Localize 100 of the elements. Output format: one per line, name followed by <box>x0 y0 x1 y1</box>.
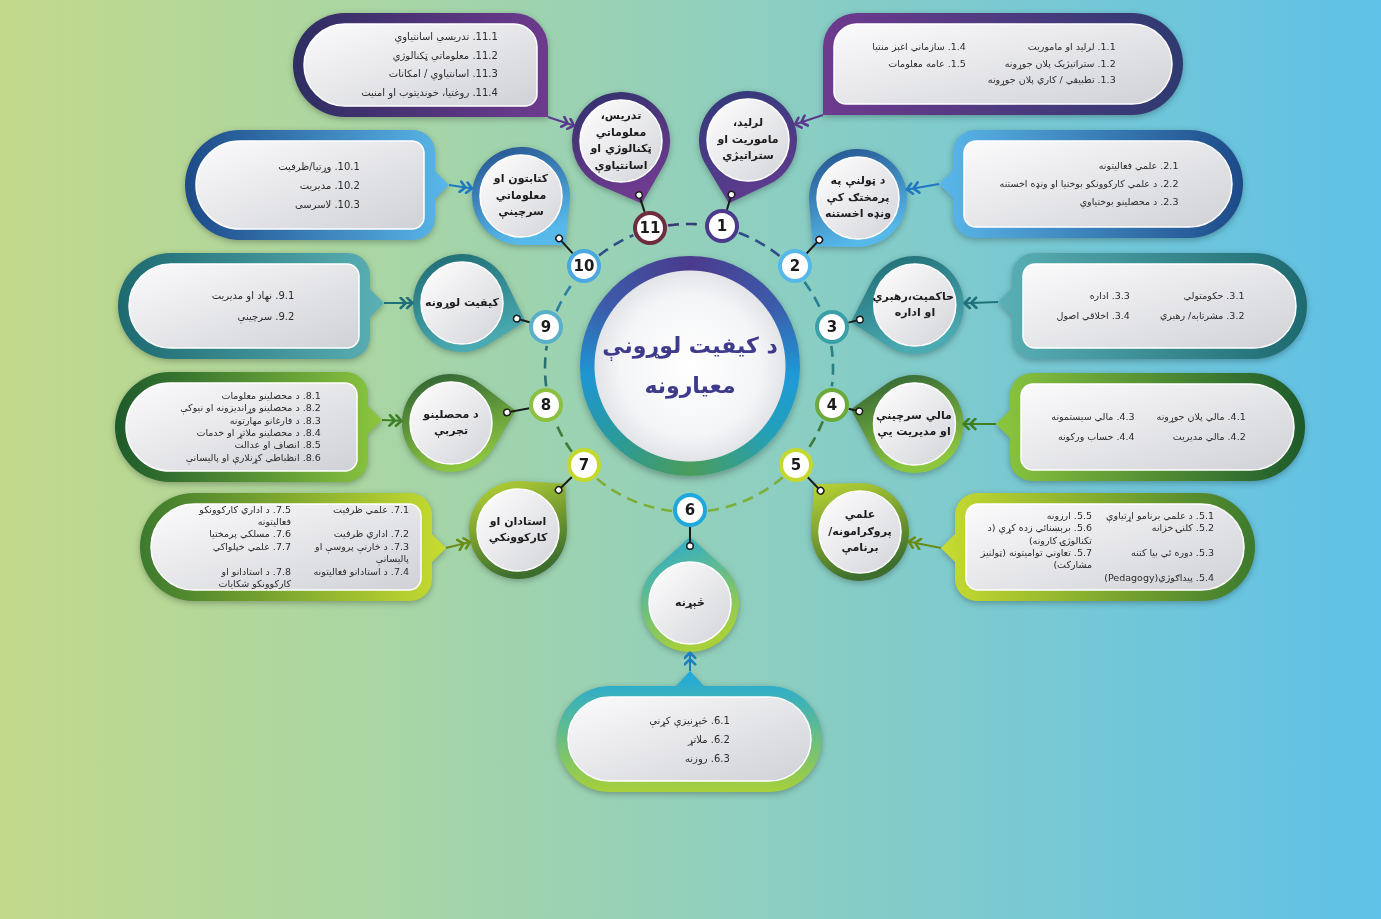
step-number: 6 <box>673 493 707 527</box>
criterion-item: 9.2. سرچینې <box>236 310 295 326</box>
criterion-item: 4.2. مالي مدیریت <box>1171 430 1246 444</box>
criterion-item: 7.8. د استادانو او کارکوونکو شکایات <box>217 565 291 591</box>
criterion-item: 5.6. برېښنائي زده کړې (د تکنالوژۍ کارونه) <box>986 522 1092 547</box>
criterion-item: 8.4. د محصلینو ملاتړ او خدمات <box>195 427 321 440</box>
dot-connector <box>686 526 694 550</box>
criterion-item: 10.3. لاسرسی <box>293 197 360 212</box>
criterion-item: 1.3. تطبیقي / کاري پلان جوړونه <box>987 73 1116 88</box>
criterion-item: 7.3. د څارنې پروسې او پالیسانې <box>313 540 409 566</box>
category-bubble <box>850 375 963 473</box>
dashed-connector <box>543 345 548 387</box>
criterion-item: 7.6. مسلکي پرمختیا <box>208 528 291 541</box>
criterion-item: 10.1. وړتیا/ظرفیت <box>278 159 360 175</box>
criteria-panel <box>939 130 1243 238</box>
dot-connector <box>635 191 646 213</box>
dot-connector <box>847 407 864 416</box>
criterion-item: 8.5. انصاف او عدالت <box>233 439 321 452</box>
step-number: 10 <box>567 249 601 283</box>
criterion-item: 1.5. عامه معلومات <box>887 56 966 71</box>
criterion-item: 4.3. مالي سیستمونه <box>1051 410 1135 425</box>
step-number: 7 <box>567 448 601 482</box>
criterion-item: 2.1. علمي فعالیتونه <box>1097 158 1179 173</box>
category-label: مالي سرچینې او مدیریت یې <box>875 407 953 441</box>
dot-connector <box>847 315 864 324</box>
criterion-item: 5.4. پیداګوژي(Pedagogy) <box>1103 571 1214 585</box>
category-label: د محصلینو تجربې <box>421 406 480 440</box>
criterion-item: 7.5. د اداري کارکوونکو فعالیتونه <box>198 503 291 529</box>
dashed-connector <box>738 231 781 257</box>
criterion-item: 5.1. د علمي برنامو اړتیاوې <box>1105 509 1214 523</box>
criterion-item: 7.2. اداري ظرفیت <box>332 528 409 541</box>
criteria-panel <box>998 253 1307 359</box>
dot-connector <box>806 476 825 495</box>
criterion-item: 6.2. ملاتړ <box>686 732 730 748</box>
criterion-item: 5.3. دوره ئي بیا کتنه <box>1130 547 1214 560</box>
category-bubble <box>641 537 739 652</box>
criterion-item: 2.3. د محصلینو بوختیاوې <box>1078 195 1179 211</box>
category-bubble <box>402 374 516 472</box>
criterion-item: 1.2. ستراتیژیک پلان جوړونه <box>1003 56 1116 72</box>
dashed-connector <box>595 477 673 513</box>
category-label: کیفیت لوړونه <box>425 294 499 311</box>
step-number: 1 <box>705 209 739 243</box>
step-number: 4 <box>815 388 849 422</box>
criterion-item: 4.4. حساب ورکونه <box>1056 430 1135 444</box>
criterion-item: 3.4. اخلاقي اصول <box>1056 309 1130 323</box>
criterion-item: 3.3. اداره <box>1088 289 1130 304</box>
category-label: علمي پروګرامونه/برنامې <box>827 507 893 557</box>
dot-connector <box>805 235 824 255</box>
category-bubble <box>572 92 670 204</box>
dot-connector <box>512 314 531 324</box>
category-label: څېړنه <box>674 594 706 611</box>
step-number: 9 <box>529 310 563 344</box>
category-label: استادان او کارکوونکي <box>487 513 549 546</box>
criterion-item: 7.7. علمي خپلواکي <box>211 540 291 554</box>
criterion-item: 5.7. تعاوني توامیتونه (ټولنیز مشارکت) <box>979 547 1092 572</box>
criterion-item: 5.2. کلنۍ خزانه <box>1150 522 1214 536</box>
category-bubble <box>413 254 526 352</box>
dot-connector <box>554 475 573 494</box>
criterion-item: 8.6. انظباطي کړنلارې او پالیسانې <box>184 451 321 465</box>
dashed-connector <box>598 234 634 257</box>
criterion-item: 9.1. نهاد او مدیریت <box>211 289 295 304</box>
criteria-panel <box>185 130 449 240</box>
dot-connector <box>555 234 574 255</box>
category-bubble <box>699 91 797 204</box>
step-number: 2 <box>778 249 812 283</box>
category-bubble <box>811 483 909 581</box>
criteria-panel <box>118 253 384 359</box>
criterion-item: 5.5. ارزونه <box>1045 509 1092 523</box>
criterion-item: 7.4. د استادانو فعالیتونه <box>312 565 409 579</box>
dot-connector <box>503 407 531 417</box>
step-number: 8 <box>529 388 563 422</box>
category-label: کتابتون او معلوماتي سرچینې <box>492 171 550 221</box>
criteria-panel <box>823 13 1183 115</box>
criterion-item: 8.1. د محصلینو معلومات <box>220 389 321 403</box>
dashed-connector <box>707 476 784 513</box>
criterion-item: 4.1. مالي پلان جوړونه <box>1156 410 1246 425</box>
dashed-connector <box>830 345 835 387</box>
hub-title: د کیفیت لوړونې معیارونه <box>601 332 779 401</box>
category-bubble <box>469 481 567 579</box>
criterion-item: 6.3. روزنه <box>683 751 730 767</box>
criterion-item: 10.2. مدیریت <box>298 178 360 193</box>
criterion-item: 6.1. څېړنیزې کړنې <box>649 713 730 730</box>
step-number: 11 <box>633 211 667 245</box>
criterion-item: 11.3. اسانتیاوې / امکانات <box>387 67 498 83</box>
category-label: تدریس، معلوماتي ټکنالوژي او اسانتیاوې <box>589 108 653 174</box>
criteria-panel <box>115 372 382 482</box>
criterion-item: 1.1. لرلید او ماموریت <box>1026 40 1116 55</box>
criterion-item: 3.1. حکومتولي <box>1182 289 1245 304</box>
category-bubble <box>851 256 964 354</box>
criteria-panel <box>557 671 822 792</box>
category-bubble <box>809 149 907 247</box>
category-label: لرلید، ماموریت او ستراتیژي <box>716 115 780 165</box>
criterion-item: 2.2. د علمي کارکوونکو بوختیا او ونډه اخستنه <box>999 176 1179 191</box>
criterion-item: 1.4. سازماني اغېز منتیا <box>872 40 966 55</box>
criterion-item: 11.4. روغتیا، خوندیتوب او امنیت <box>361 85 498 101</box>
criterion-item: 7.1. علمي ظرفیت <box>332 503 409 517</box>
criteria-panel <box>996 373 1305 481</box>
criteria-panel <box>941 493 1255 601</box>
step-number: 3 <box>815 310 849 344</box>
criteria-panel <box>140 493 446 601</box>
